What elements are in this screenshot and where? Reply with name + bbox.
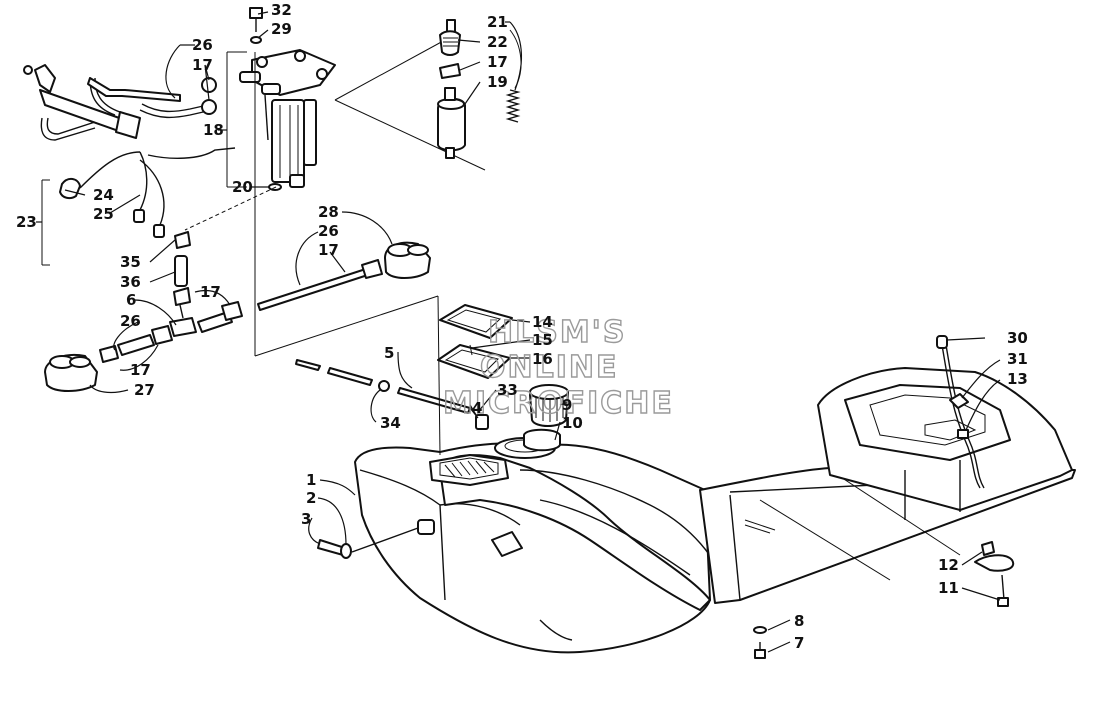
callout-11: 11 <box>938 579 959 597</box>
valve-assembly-28 <box>257 241 431 311</box>
callout-6: 6 <box>126 291 136 309</box>
wiring-harness <box>41 147 236 266</box>
callout-26-valve: 26 <box>318 222 339 240</box>
callout-16: 16 <box>532 350 553 368</box>
watermark-line-2: ONLINE <box>480 350 619 385</box>
callout-23: 23 <box>16 213 37 231</box>
callout-21: 21 <box>487 13 508 31</box>
callout-1: 1 <box>306 471 316 489</box>
callout-15: 15 <box>532 331 553 349</box>
callout-32: 32 <box>271 1 292 19</box>
callout-25: 25 <box>93 205 114 223</box>
seat-base <box>699 367 1076 604</box>
callout-26-line: 26 <box>120 312 141 330</box>
callout-17-line: 17 <box>200 283 221 301</box>
fuel-pump-assembly <box>239 49 336 191</box>
callout-18: 18 <box>203 121 224 139</box>
callout-12: 12 <box>938 556 959 574</box>
callout-36: 36 <box>120 273 141 291</box>
callout-7: 7 <box>794 634 804 652</box>
watermark: HLSM'S ONLINE MICROFICHE <box>442 314 674 421</box>
callout-3: 3 <box>301 510 311 528</box>
callouts: 32 29 26 17 18 20 24 25 23 21 22 17 19 2… <box>16 1 1028 652</box>
callout-8: 8 <box>794 612 804 630</box>
callout-31: 31 <box>1007 350 1028 368</box>
fuel-cap <box>523 384 569 452</box>
fuel-tank <box>354 437 726 654</box>
callout-14: 14 <box>532 313 553 331</box>
callout-35: 35 <box>120 253 141 271</box>
callout-34: 34 <box>380 414 401 432</box>
callout-4: 4 <box>472 399 482 417</box>
callout-10: 10 <box>562 414 583 432</box>
callout-5: 5 <box>384 344 394 362</box>
callout-20: 20 <box>232 178 253 196</box>
watermark-line-1: HLSM'S <box>488 315 626 350</box>
callout-19: 19 <box>487 73 508 91</box>
callout-26: 26 <box>192 36 213 54</box>
callout-17-pump: 17 <box>487 53 508 71</box>
watermark-line-3: MICROFICHE <box>443 386 674 421</box>
pump-detail <box>437 19 522 159</box>
callout-17-lower: 17 <box>130 361 151 379</box>
gauge-hatching <box>444 460 495 478</box>
callout-29: 29 <box>271 20 292 38</box>
callout-9: 9 <box>562 396 572 414</box>
callout-33: 33 <box>497 381 518 399</box>
callout-13: 13 <box>1007 370 1028 388</box>
callout-30: 30 <box>1007 329 1028 347</box>
callout-2: 2 <box>306 489 316 507</box>
callout-24: 24 <box>93 186 114 204</box>
vent-valve-27 <box>44 354 98 392</box>
callout-28: 28 <box>318 203 339 221</box>
callout-17-valve: 17 <box>318 241 339 259</box>
callout-22: 22 <box>487 33 508 51</box>
callout-17: 17 <box>192 56 213 74</box>
leader-lines <box>36 11 1001 653</box>
callout-27: 27 <box>134 381 155 399</box>
fuel-rail <box>23 64 213 141</box>
